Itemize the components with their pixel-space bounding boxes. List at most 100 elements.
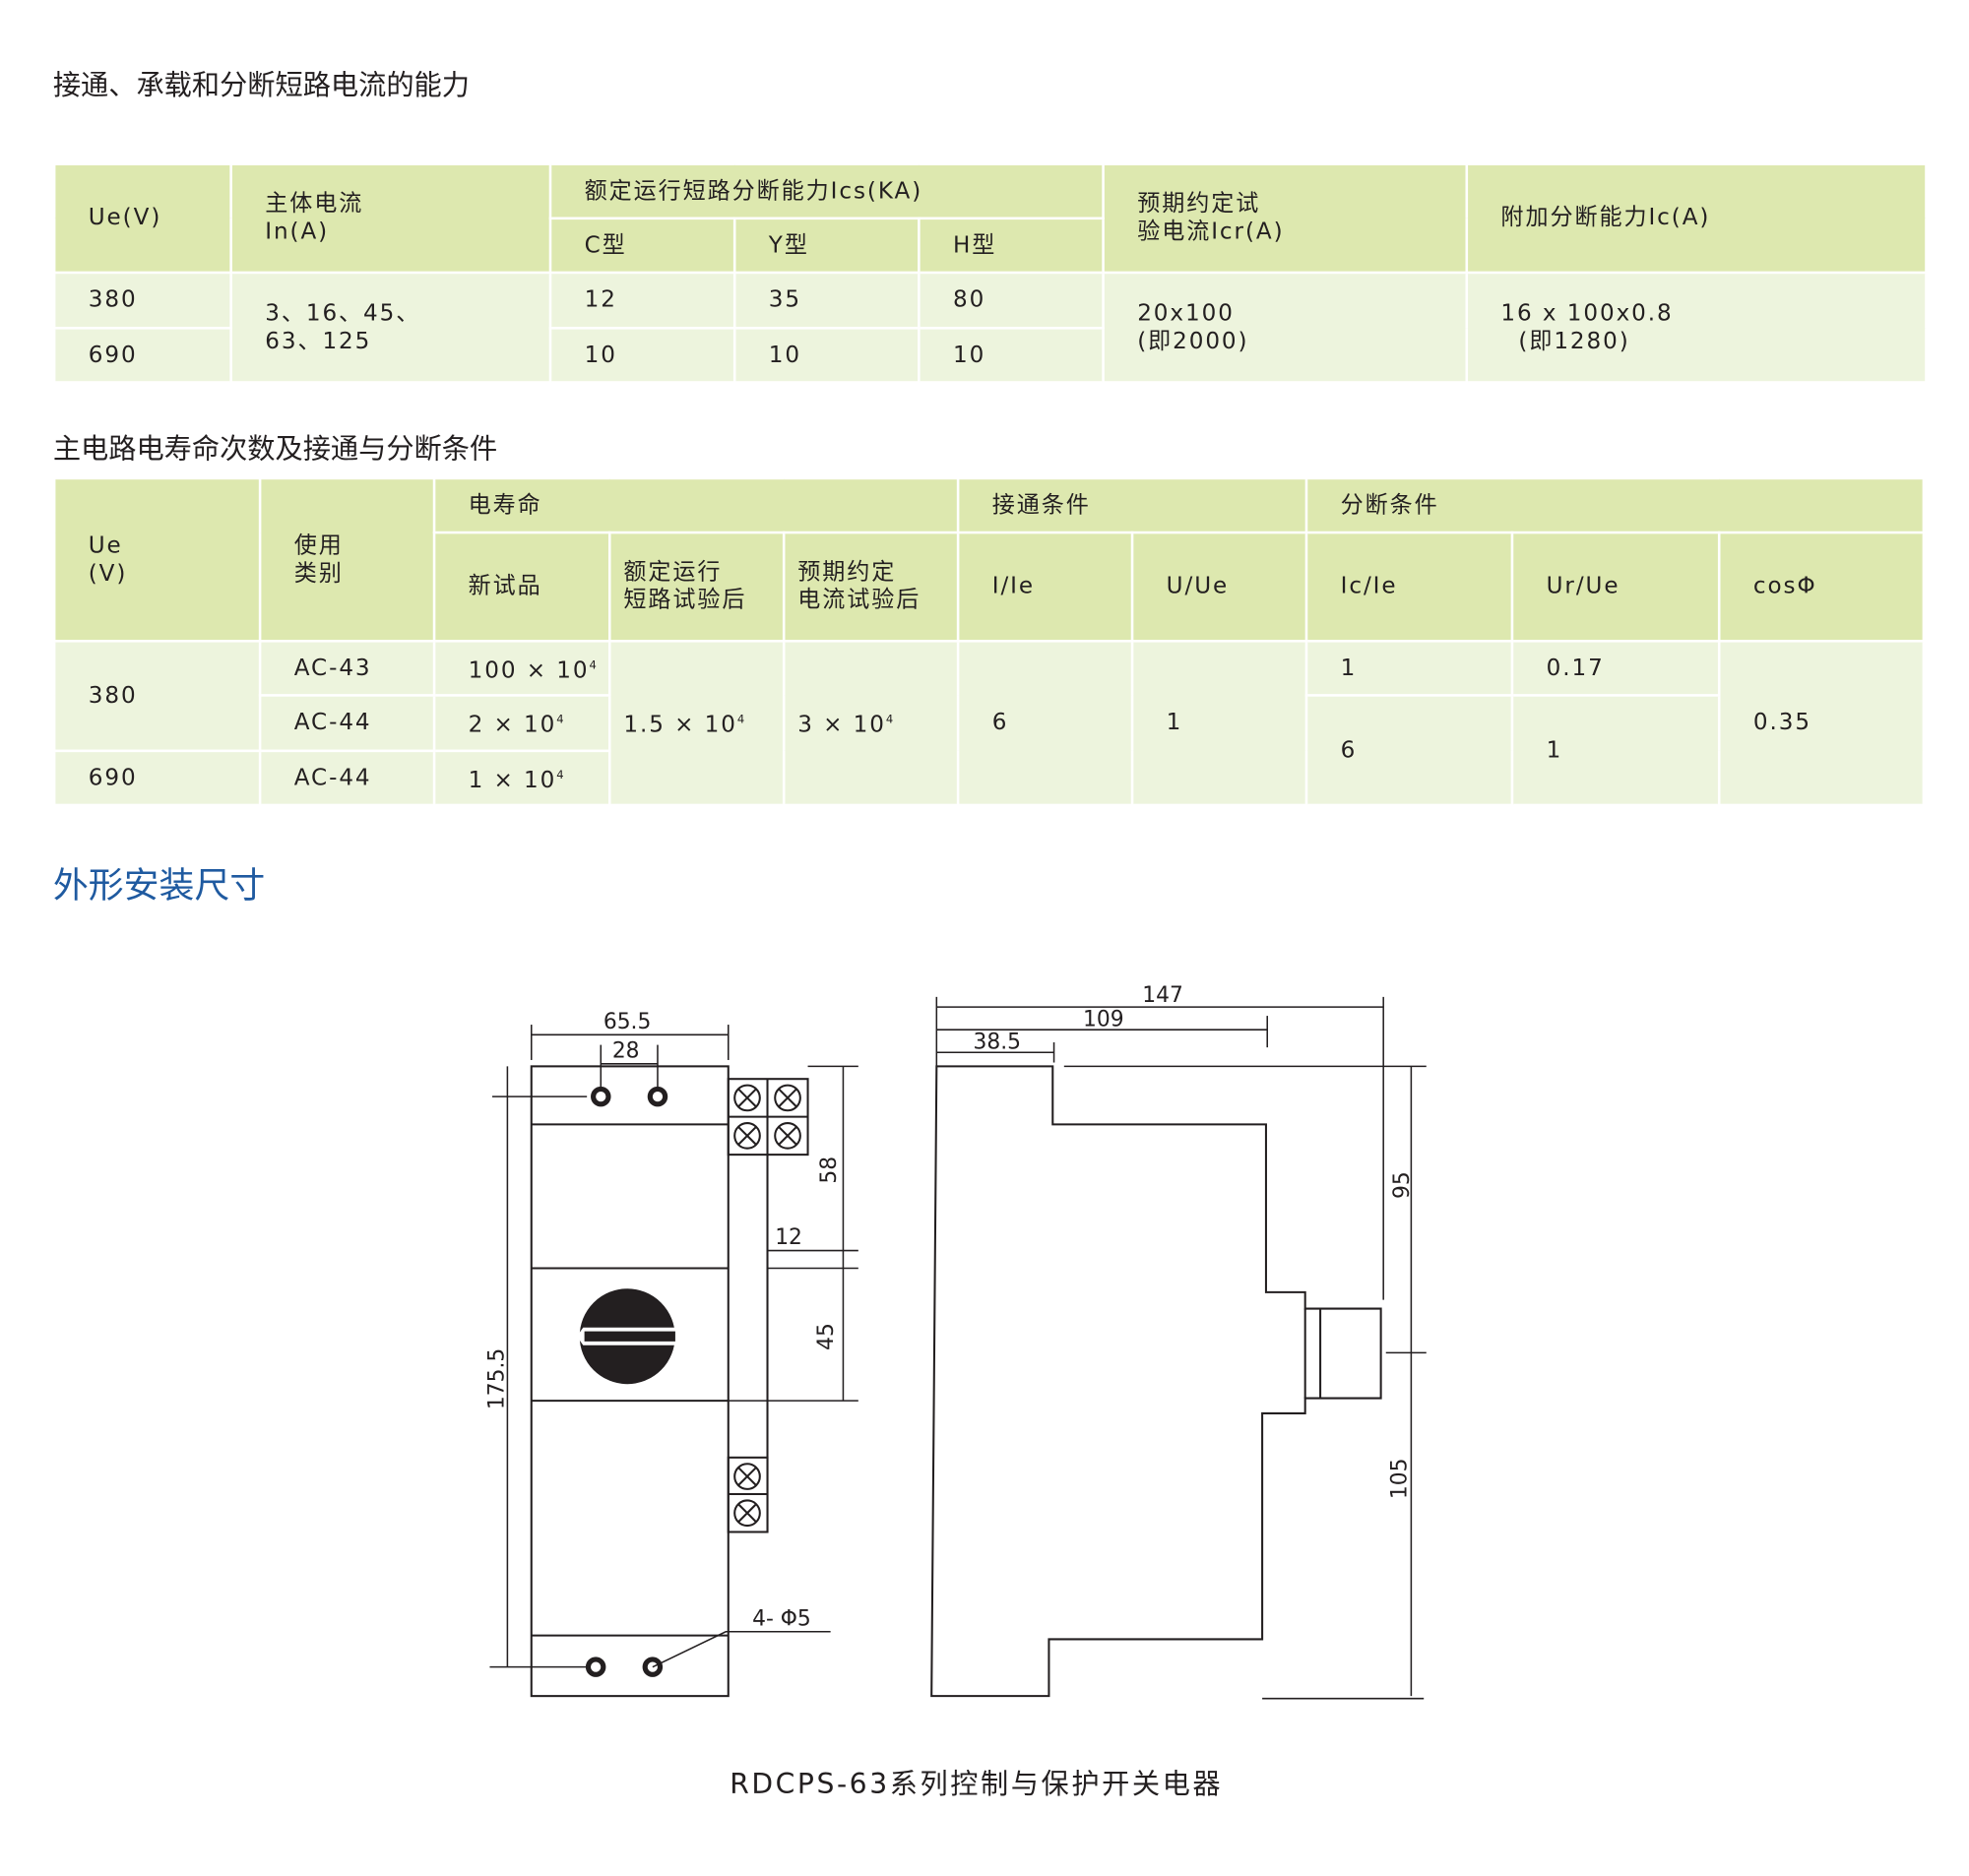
table-row: 380 3、16、45、63、125 12 35 80 20x100(即2000…	[52, 271, 1928, 384]
exponent: 4	[556, 714, 566, 727]
header-in-line1: 主体电流	[265, 190, 364, 218]
header-icr-line2: 验电流Icr(A)	[1137, 218, 1285, 245]
cell-ue: 690	[52, 327, 232, 384]
dim-95: 95	[1390, 1171, 1415, 1199]
header-ue-line1: Ue	[88, 532, 123, 559]
header-category-line2: 类别	[293, 559, 344, 587]
header-new: 新试品	[432, 531, 611, 643]
electrical-life-table: Ue(V) 使用类别 电寿命 接通条件 分断条件 新试品 额定运行短路试验后 预…	[52, 476, 1926, 807]
table-row: 690 10 10 10	[52, 327, 1926, 384]
header-ic-ie: Ic/Ie	[1304, 531, 1514, 643]
cell-in-line1: 3、16、45、	[265, 299, 421, 327]
cell-new: 1 × 104	[432, 749, 611, 807]
header-category: 使用类别	[258, 476, 436, 643]
header-after-icr-line1: 预期约定	[797, 558, 897, 586]
header-icr-line1: 预期约定试	[1137, 190, 1261, 218]
cell-icr-line1: 20x100	[1137, 299, 1235, 327]
section-title-dimensions: 外形安装尺寸	[52, 864, 266, 907]
dim-12: 12	[775, 1225, 802, 1250]
header-h-type: H型	[918, 217, 1105, 275]
header-after-icr: 预期约定电流试验后	[782, 531, 960, 643]
header-ur-ue: Ur/Ue	[1510, 531, 1721, 643]
front-dimensions	[489, 1025, 858, 1668]
cell-new-value: 2 × 10	[468, 712, 557, 739]
header-u-ue: U/Ue	[1130, 531, 1308, 643]
cell-y: 35	[732, 271, 921, 330]
cell-h: 10	[918, 327, 1105, 384]
terminal-screw-icon	[733, 1084, 801, 1528]
side-dimensions	[935, 996, 1427, 1700]
cell-after-ics-value: 1.5 × 10	[623, 712, 737, 739]
cell-new-value: 100 × 10	[468, 657, 590, 684]
header-after-icr-line2: 电流试验后	[797, 587, 921, 614]
header-c-type: C型	[548, 217, 736, 275]
header-break: 分断条件	[1304, 476, 1926, 534]
cell-u-ue: 1	[1130, 640, 1308, 807]
header-after-ics-line2: 短路试验后	[623, 587, 747, 614]
dim-38-5: 38.5	[973, 1030, 1020, 1054]
exponent: 4	[885, 714, 896, 727]
cell-c: 12	[548, 271, 736, 330]
cell-ue: 690	[52, 749, 262, 807]
cell-new: 2 × 104	[432, 694, 611, 753]
cell-y: 10	[732, 327, 921, 384]
header-cos: cosΦ	[1717, 531, 1926, 643]
dimension-drawing: 65.5 28 175.5 58 12 45 4- Φ5 147 109 38.…	[485, 983, 1427, 1700]
cell-ic-ie: 1	[1304, 640, 1514, 697]
cell-new-value: 1 × 10	[468, 766, 557, 793]
exponent: 4	[736, 714, 747, 727]
cell-after-icr: 3 × 104	[782, 640, 960, 807]
section-title-electrical-life: 主电路电寿命次数及接通与分断条件	[52, 434, 498, 467]
cell-new: 100 × 104	[432, 640, 611, 697]
dim-hole-spacing: 28	[612, 1038, 640, 1063]
header-ic: 附加分断能力Ic(A)	[1465, 162, 1928, 275]
cell-category: AC-44	[258, 694, 436, 753]
cell-in: 3、16、45、63、125	[229, 271, 552, 384]
header-life: 电寿命	[432, 476, 960, 534]
cell-ic-line1: 16 x 100x0.8	[1500, 299, 1674, 327]
table-row: AC-44 2 × 104 6 1	[54, 694, 1924, 807]
header-make: 接通条件	[956, 476, 1308, 534]
cell-ic: 16 x 100x0.8(即1280)	[1465, 271, 1928, 384]
drawing-caption: RDCPS-63系列控制与保护开关电器	[730, 1769, 1224, 1801]
cell-ur-ue: 1	[1510, 694, 1721, 807]
cell-cos: 0.35	[1717, 640, 1926, 807]
dim-depth: 147	[1142, 983, 1183, 1008]
cell-ue: 380	[52, 640, 262, 753]
cell-category: AC-43	[258, 640, 436, 697]
cell-ur-ue: 0.17	[1510, 640, 1721, 697]
cell-icr: 20x100(即2000)	[1102, 271, 1469, 384]
table-row: 380 AC-43 100 × 104 1.5 × 104 3 × 104 6 …	[52, 640, 1926, 807]
dim-45: 45	[814, 1323, 839, 1350]
header-after-ics: 额定运行短路试验后	[607, 531, 786, 643]
cell-after-icr-value: 3 × 10	[797, 712, 886, 739]
dimension-labels: 65.5 28 175.5 58 12 45 4- Φ5 147 109 38.…	[485, 983, 1415, 1631]
cell-ue: 380	[52, 271, 232, 330]
front-view	[489, 1025, 858, 1698]
cell-ic-ie: 6	[1304, 694, 1514, 807]
header-after-ics-line1: 额定运行	[623, 558, 723, 586]
exponent: 4	[556, 769, 566, 782]
cell-in-line2: 63、125	[265, 327, 372, 354]
dim-58: 58	[817, 1157, 842, 1184]
dim-105: 105	[1387, 1459, 1412, 1500]
cell-category: AC-44	[258, 749, 436, 807]
rotary-knob-icon	[576, 1288, 684, 1385]
cell-after-ics: 1.5 × 104	[607, 640, 786, 807]
table-row: 690 AC-44 1 × 104	[52, 749, 1924, 807]
header-in-line2: In(A)	[265, 218, 330, 245]
header-ue-line2: (V)	[88, 559, 128, 587]
header-y-type: Y型	[732, 217, 921, 275]
dim-109: 109	[1083, 1007, 1124, 1032]
header-icr: 预期约定试验电流Icr(A)	[1102, 162, 1469, 275]
header-i-ie: I/Ie	[956, 531, 1134, 643]
dim-width: 65.5	[603, 1010, 652, 1034]
cell-c: 10	[548, 327, 736, 384]
header-ics: 额定运行短路分断能力Ics(KA)	[548, 162, 1105, 220]
section-title-breaking-capacity: 接通、承载和分断短路电流的能力	[52, 70, 470, 102]
cell-ic-line2: (即1280)	[1518, 327, 1630, 354]
cell-i-ie: 6	[956, 640, 1134, 807]
dim-holes: 4- Φ5	[752, 1606, 811, 1631]
